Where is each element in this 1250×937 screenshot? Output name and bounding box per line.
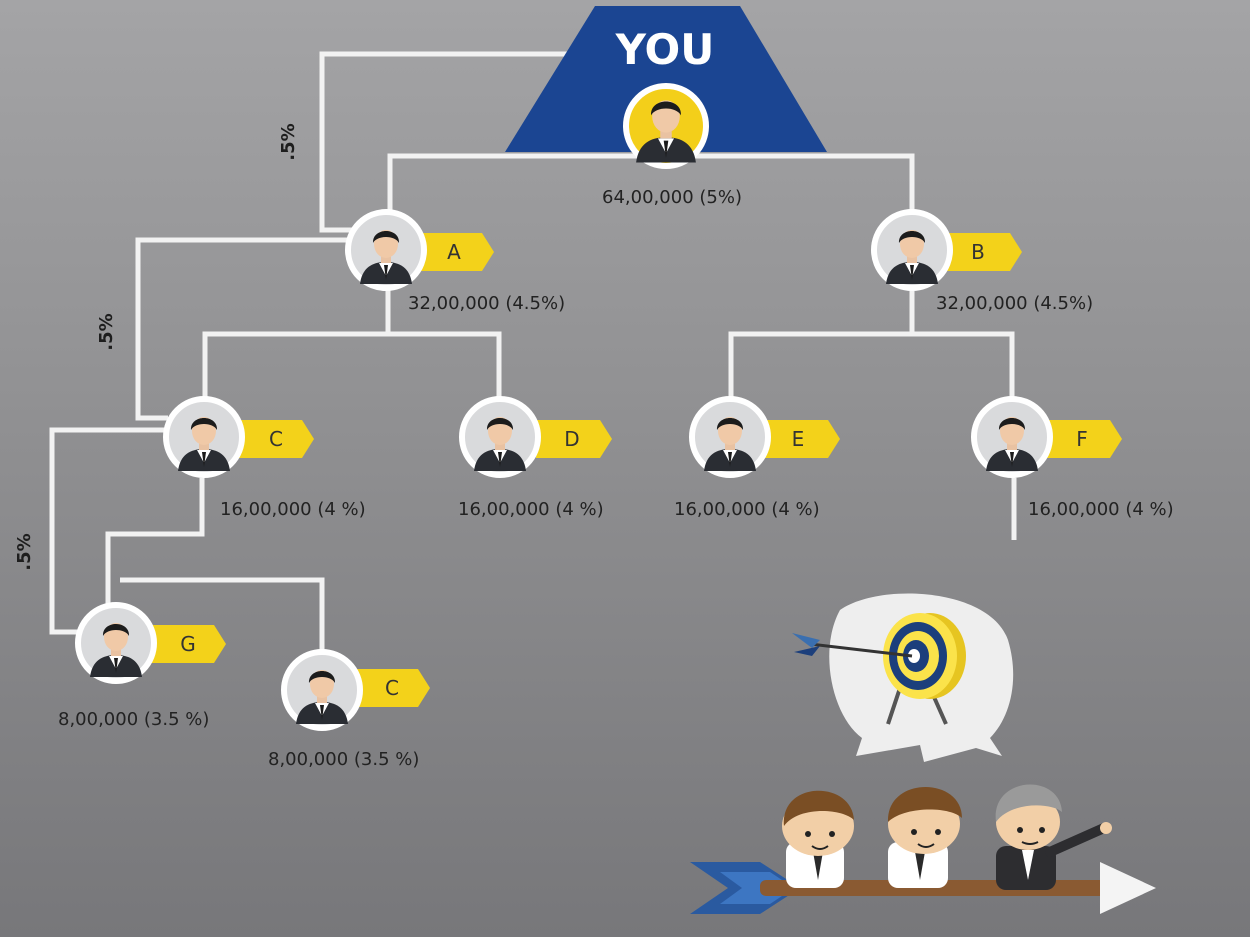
tag-E	[764, 420, 840, 458]
tag-label-C: C	[269, 427, 283, 451]
override-line-you-to-c	[319, 51, 568, 233]
tag-D	[536, 420, 612, 458]
tag-label-G: G	[180, 632, 196, 656]
node-E: E 16,00,000 (4 %)	[674, 396, 840, 520]
value-C: 16,00,000 (4 %)	[220, 499, 366, 520]
you-value: 64,00,000 (5%)	[602, 187, 742, 208]
tag-label-A: A	[447, 240, 461, 264]
node-C: C 16,00,000 (4 %)	[163, 396, 366, 520]
node-D: D 16,00,000 (4 %)	[458, 396, 612, 520]
arrow-icon	[792, 633, 913, 658]
you-node: YOU 64,00,000 (5%)	[505, 6, 827, 208]
tag-label-D: D	[564, 427, 579, 451]
connector-lines	[49, 51, 1017, 654]
tag-F	[1046, 420, 1122, 458]
override-pct-1: .5%	[278, 123, 299, 160]
tag-label-E: E	[792, 427, 805, 451]
tag-C2	[356, 669, 430, 707]
you-label: YOU	[615, 25, 715, 74]
line-b-to-e-f	[728, 290, 1015, 398]
you-avatar	[623, 83, 709, 169]
tag-label-C2: C	[385, 676, 399, 700]
tag-B	[944, 233, 1022, 271]
you-trapezoid	[505, 6, 827, 152]
line-a-to-c-d	[202, 290, 502, 398]
value-G: 8,00,000 (3.5 %)	[58, 709, 209, 730]
value-A: 32,00,000 (4.5%)	[408, 293, 565, 314]
tag-label-B: B	[971, 240, 985, 264]
override-line-a-to-g	[135, 237, 354, 421]
value-F: 16,00,000 (4 %)	[1028, 499, 1174, 520]
node-A: A 32,00,000 (4.5%)	[345, 209, 565, 314]
tag-G	[150, 625, 226, 663]
override-pct-3: .5%	[14, 533, 35, 570]
override-pct-2: .5%	[96, 313, 117, 350]
value-B: 32,00,000 (4.5%)	[936, 293, 1093, 314]
node-G: G 8,00,000 (3.5 %)	[58, 602, 226, 730]
target-icon	[883, 613, 966, 725]
value-C2: 8,00,000 (3.5 %)	[268, 749, 419, 770]
line-c-to-g-c2	[105, 478, 325, 654]
node-B: B 32,00,000 (4.5%)	[871, 209, 1093, 314]
tag-label-F: F	[1076, 427, 1088, 451]
node-F: F 16,00,000 (4 %)	[971, 396, 1174, 520]
businessmen-riding-arrow-icon	[690, 784, 1156, 914]
tag-C	[238, 420, 314, 458]
node-C2: C 8,00,000 (3.5 %)	[268, 649, 430, 770]
tag-A	[418, 233, 494, 271]
speech-bubble-icon	[792, 593, 1014, 762]
override-line-c-to-g	[49, 427, 168, 635]
value-D: 16,00,000 (4 %)	[458, 499, 604, 520]
value-E: 16,00,000 (4 %)	[674, 499, 820, 520]
